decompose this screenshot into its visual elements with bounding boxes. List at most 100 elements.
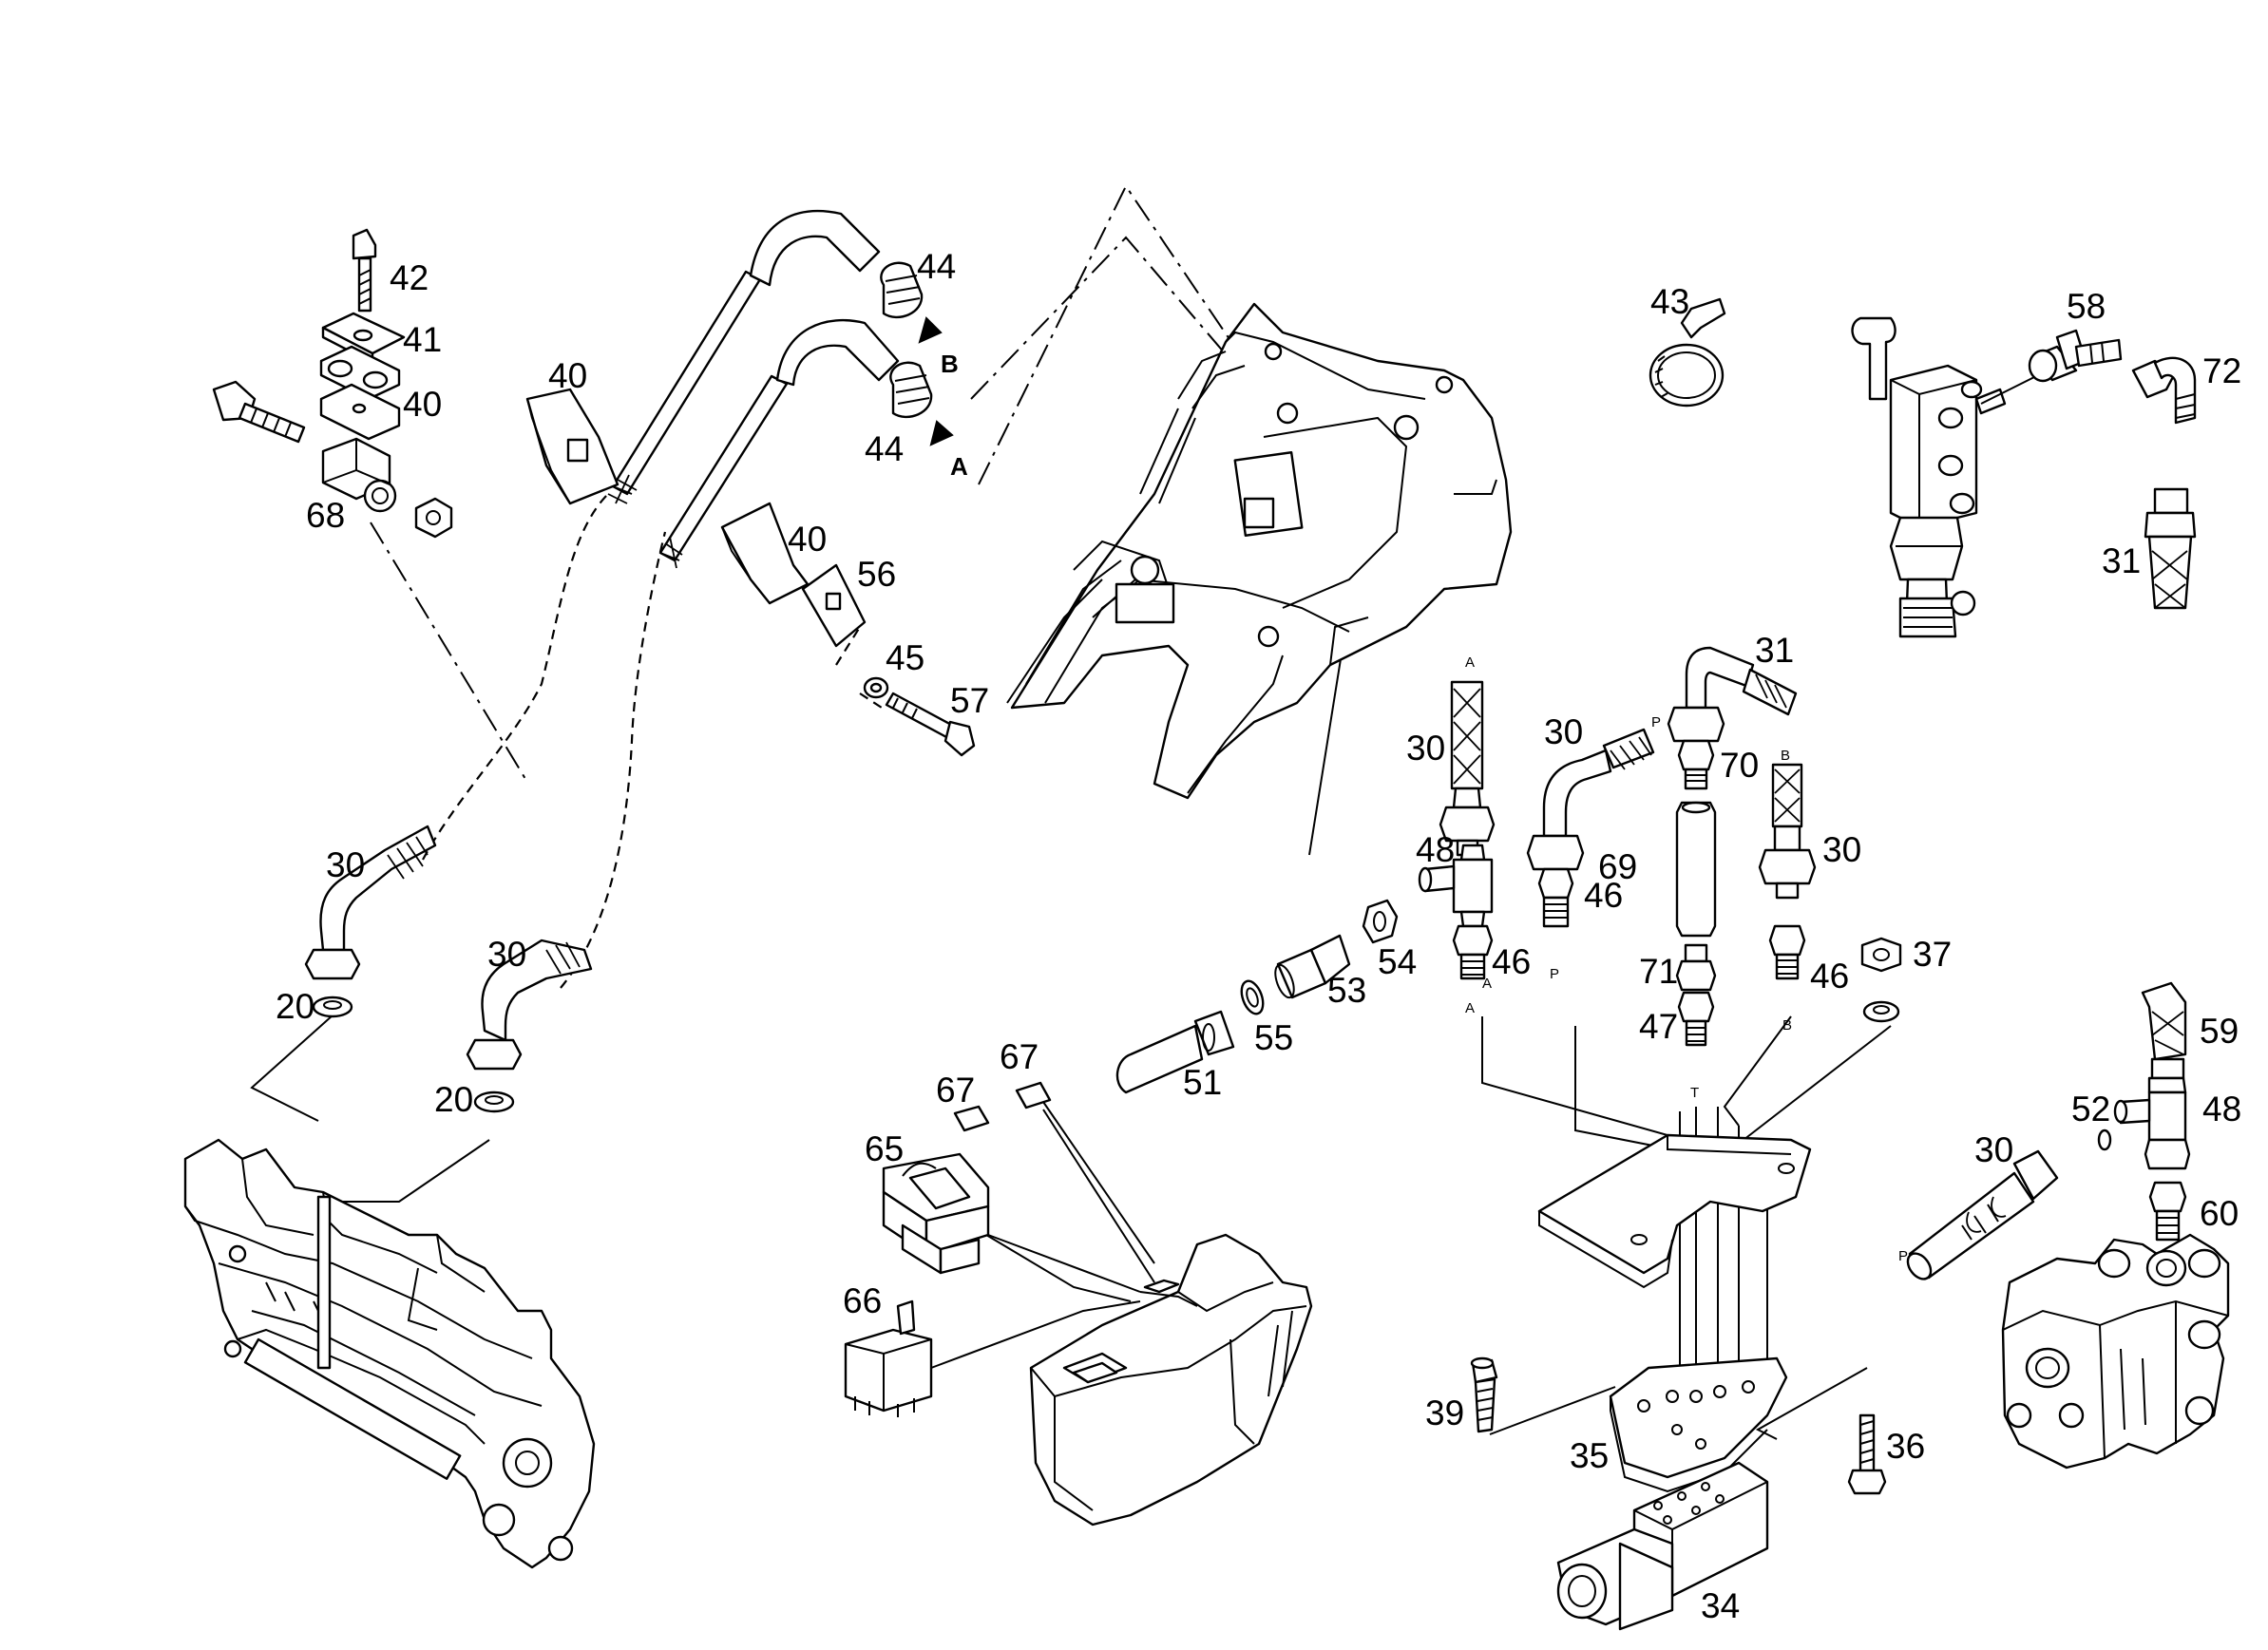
port-label-p-right: P [1898,1248,1908,1264]
callout-70: 70 [1720,746,1759,785]
port-label-a-bottom: A [1465,1000,1475,1016]
cap-67-a [953,1105,990,1132]
callout-52: 52 [2071,1090,2110,1128]
switch-65 [882,1152,990,1275]
hose-31-right [2144,487,2197,610]
callout-39: 39 [1425,1394,1464,1432]
callout-66: 66 [843,1281,882,1320]
callout-46-b: 46 [1810,957,1849,996]
callout-55: 55 [1254,1018,1293,1057]
hose-30-p [1526,728,1655,871]
callout-67-a: 67 [936,1071,975,1109]
hose-fitting-30-left-upper [304,825,437,1018]
switch-leaders [930,1109,1155,1369]
clamp-half-40-lower [319,383,401,441]
mounting-bracket [1537,1133,1812,1289]
callout-56: 56 [857,555,896,594]
callout-48-center: 48 [1416,830,1455,869]
hose-fitting-59 [2141,981,2187,1080]
routing-lines [250,184,1892,1539]
callout-31-center: 31 [1755,631,1794,670]
elbow-72 [2131,356,2197,425]
callout-57: 57 [950,681,989,720]
quick-coupler-frame [183,1138,596,1569]
callout-45: 45 [886,638,924,677]
callout-42: 42 [390,258,429,297]
port-label-b-bottom: B [1782,1017,1792,1034]
fitting-47 [1677,991,1715,1047]
sensor-51 [1115,1010,1235,1094]
callout-43: 43 [1650,282,1689,321]
callout-30-b: 30 [1822,830,1861,869]
callout-67-b: 67 [1000,1037,1039,1076]
callout-54: 54 [1378,942,1417,981]
callout-37: 37 [1913,935,1952,974]
callout-48-right: 48 [2202,1090,2241,1128]
washer-45 [863,676,889,699]
callout-65: 65 [865,1129,904,1168]
washer-52 [2097,1128,2112,1151]
port-label-p-fitting: P [1550,966,1559,982]
callout-30-right: 30 [1974,1130,2013,1169]
callout-47: 47 [1639,1007,1678,1046]
callout-71: 71 [1639,952,1678,991]
port-label-t: T [1690,1085,1699,1101]
solenoid-valve-34 [1556,1461,1769,1631]
hydraulic-hoses-left [607,210,900,569]
callout-51: 51 [1183,1063,1222,1102]
bolt-68 [212,380,306,444]
tee-48-b [2113,1076,2191,1170]
callout-44-upper: 44 [917,247,956,286]
screw-36 [1847,1413,1887,1495]
o-ring-55 [1240,979,1265,1015]
callout-20-lower: 20 [434,1080,473,1119]
port-labels: A A A P P P B B T [1465,654,1908,1264]
fitting-60 [2148,1181,2187,1242]
callout-30-p: 30 [1544,712,1583,751]
callout-40-upper: 40 [548,356,587,395]
callout-numbers: 42 41 40 68 40 40 56 45 57 44 44 43 58 7… [276,247,2241,1625]
tee-fitting-58 [1980,329,2123,405]
nut-37 [1860,937,1902,1023]
callout-35: 35 [1570,1436,1609,1475]
adapter-53 [1274,934,1351,999]
port-label-a-tee: A [1482,976,1492,992]
loader-boom-assembly [1006,302,1513,800]
hose-31-center [1667,646,1798,743]
fitting-46-b [1768,924,1806,980]
bolt-42 [352,228,377,313]
callout-46-a: 46 [1492,942,1531,981]
fitting-44-a: A [889,361,968,481]
clamp-half-40-upper [319,345,401,401]
callout-46-p: 46 [1584,876,1623,915]
nut-68 [414,497,453,539]
bolt-57 [885,692,976,757]
callout-31-right: 31 [2102,541,2141,580]
screw-39 [1470,1356,1498,1433]
callout-40-clamp: 40 [403,385,442,424]
hose-fitting-30-left-lower [466,939,593,1113]
callout-40-lower: 40 [788,520,827,559]
adapter-plate-35 [1609,1356,1788,1493]
console-housing [1029,1233,1313,1527]
relay-66 [844,1299,933,1417]
direction-label-a: A [950,452,968,481]
cap-67-b [1015,1081,1052,1109]
callout-36: 36 [1886,1427,1925,1466]
callout-59: 59 [2200,1012,2239,1051]
port-label-b-top: B [1781,748,1790,764]
fitting-70 [1677,739,1715,790]
hose-30-b [1758,763,1817,900]
plate-56 [801,563,867,648]
spool-valve-block [2001,1233,2230,1470]
fitting-46-a [1452,924,1494,980]
hose-30-right [1906,1149,2059,1280]
fitting-46-p [1537,867,1574,928]
port-label-a-top: A [1465,654,1475,671]
spacer-block-68 [321,437,397,513]
callout-60: 60 [2200,1194,2239,1233]
port-label-p-hose: P [1651,714,1661,730]
callout-34: 34 [1701,1586,1740,1625]
callout-41: 41 [403,320,442,359]
spacer-69 [1675,801,1717,938]
